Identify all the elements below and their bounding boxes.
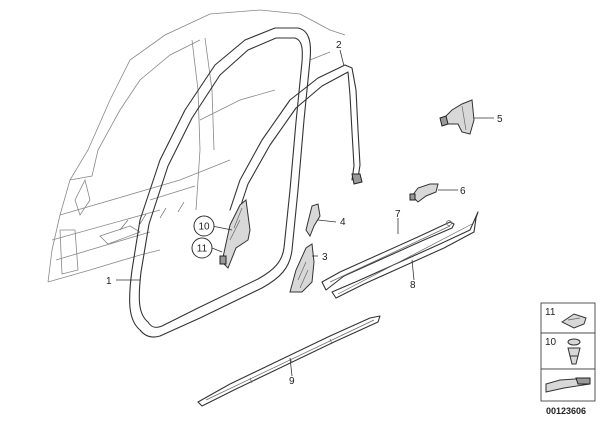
legend-label-10: 10	[545, 337, 557, 348]
door-seal-part-1	[129, 27, 312, 338]
upper-frame-seal-part-2	[229, 64, 363, 215]
callout-10: 10	[198, 222, 210, 233]
callout-5: 5	[497, 114, 503, 125]
callout-8: 8	[410, 280, 416, 291]
callout-1: 1	[106, 276, 112, 287]
callout-11: 11	[197, 244, 208, 255]
callout-6: 6	[460, 186, 466, 197]
callout-3: 3	[322, 252, 328, 263]
callout-9: 9	[289, 376, 295, 387]
corner-trim-part-5	[439, 99, 475, 135]
trim-part-3	[289, 243, 315, 293]
pillar-trim	[219, 199, 251, 269]
parts-legend: 11 10 00123606	[540, 302, 596, 416]
legend-label-11: 11	[545, 307, 556, 318]
clip-part-4	[305, 203, 321, 238]
callout-7: 7	[395, 209, 401, 220]
leader-lines	[116, 49, 494, 377]
threshold-strip-part-9	[197, 315, 381, 407]
clip-icon	[561, 313, 587, 329]
callout-2: 2	[336, 40, 342, 51]
bracket-part-6	[409, 183, 439, 203]
trim-profile-icon	[545, 377, 591, 393]
window-strip-part-7	[321, 220, 455, 291]
car-body-shell	[47, 9, 346, 283]
callout-10-circle	[193, 215, 215, 237]
callout-11-circle	[191, 237, 213, 259]
sill-strip-part-8	[331, 211, 479, 299]
callout-labels: 1 2 3 4 5 6 7 8 9 10 11	[106, 40, 503, 387]
callout-4: 4	[340, 217, 346, 228]
figure-code: 00123606	[546, 406, 586, 416]
push-rivet-icon	[567, 338, 581, 365]
